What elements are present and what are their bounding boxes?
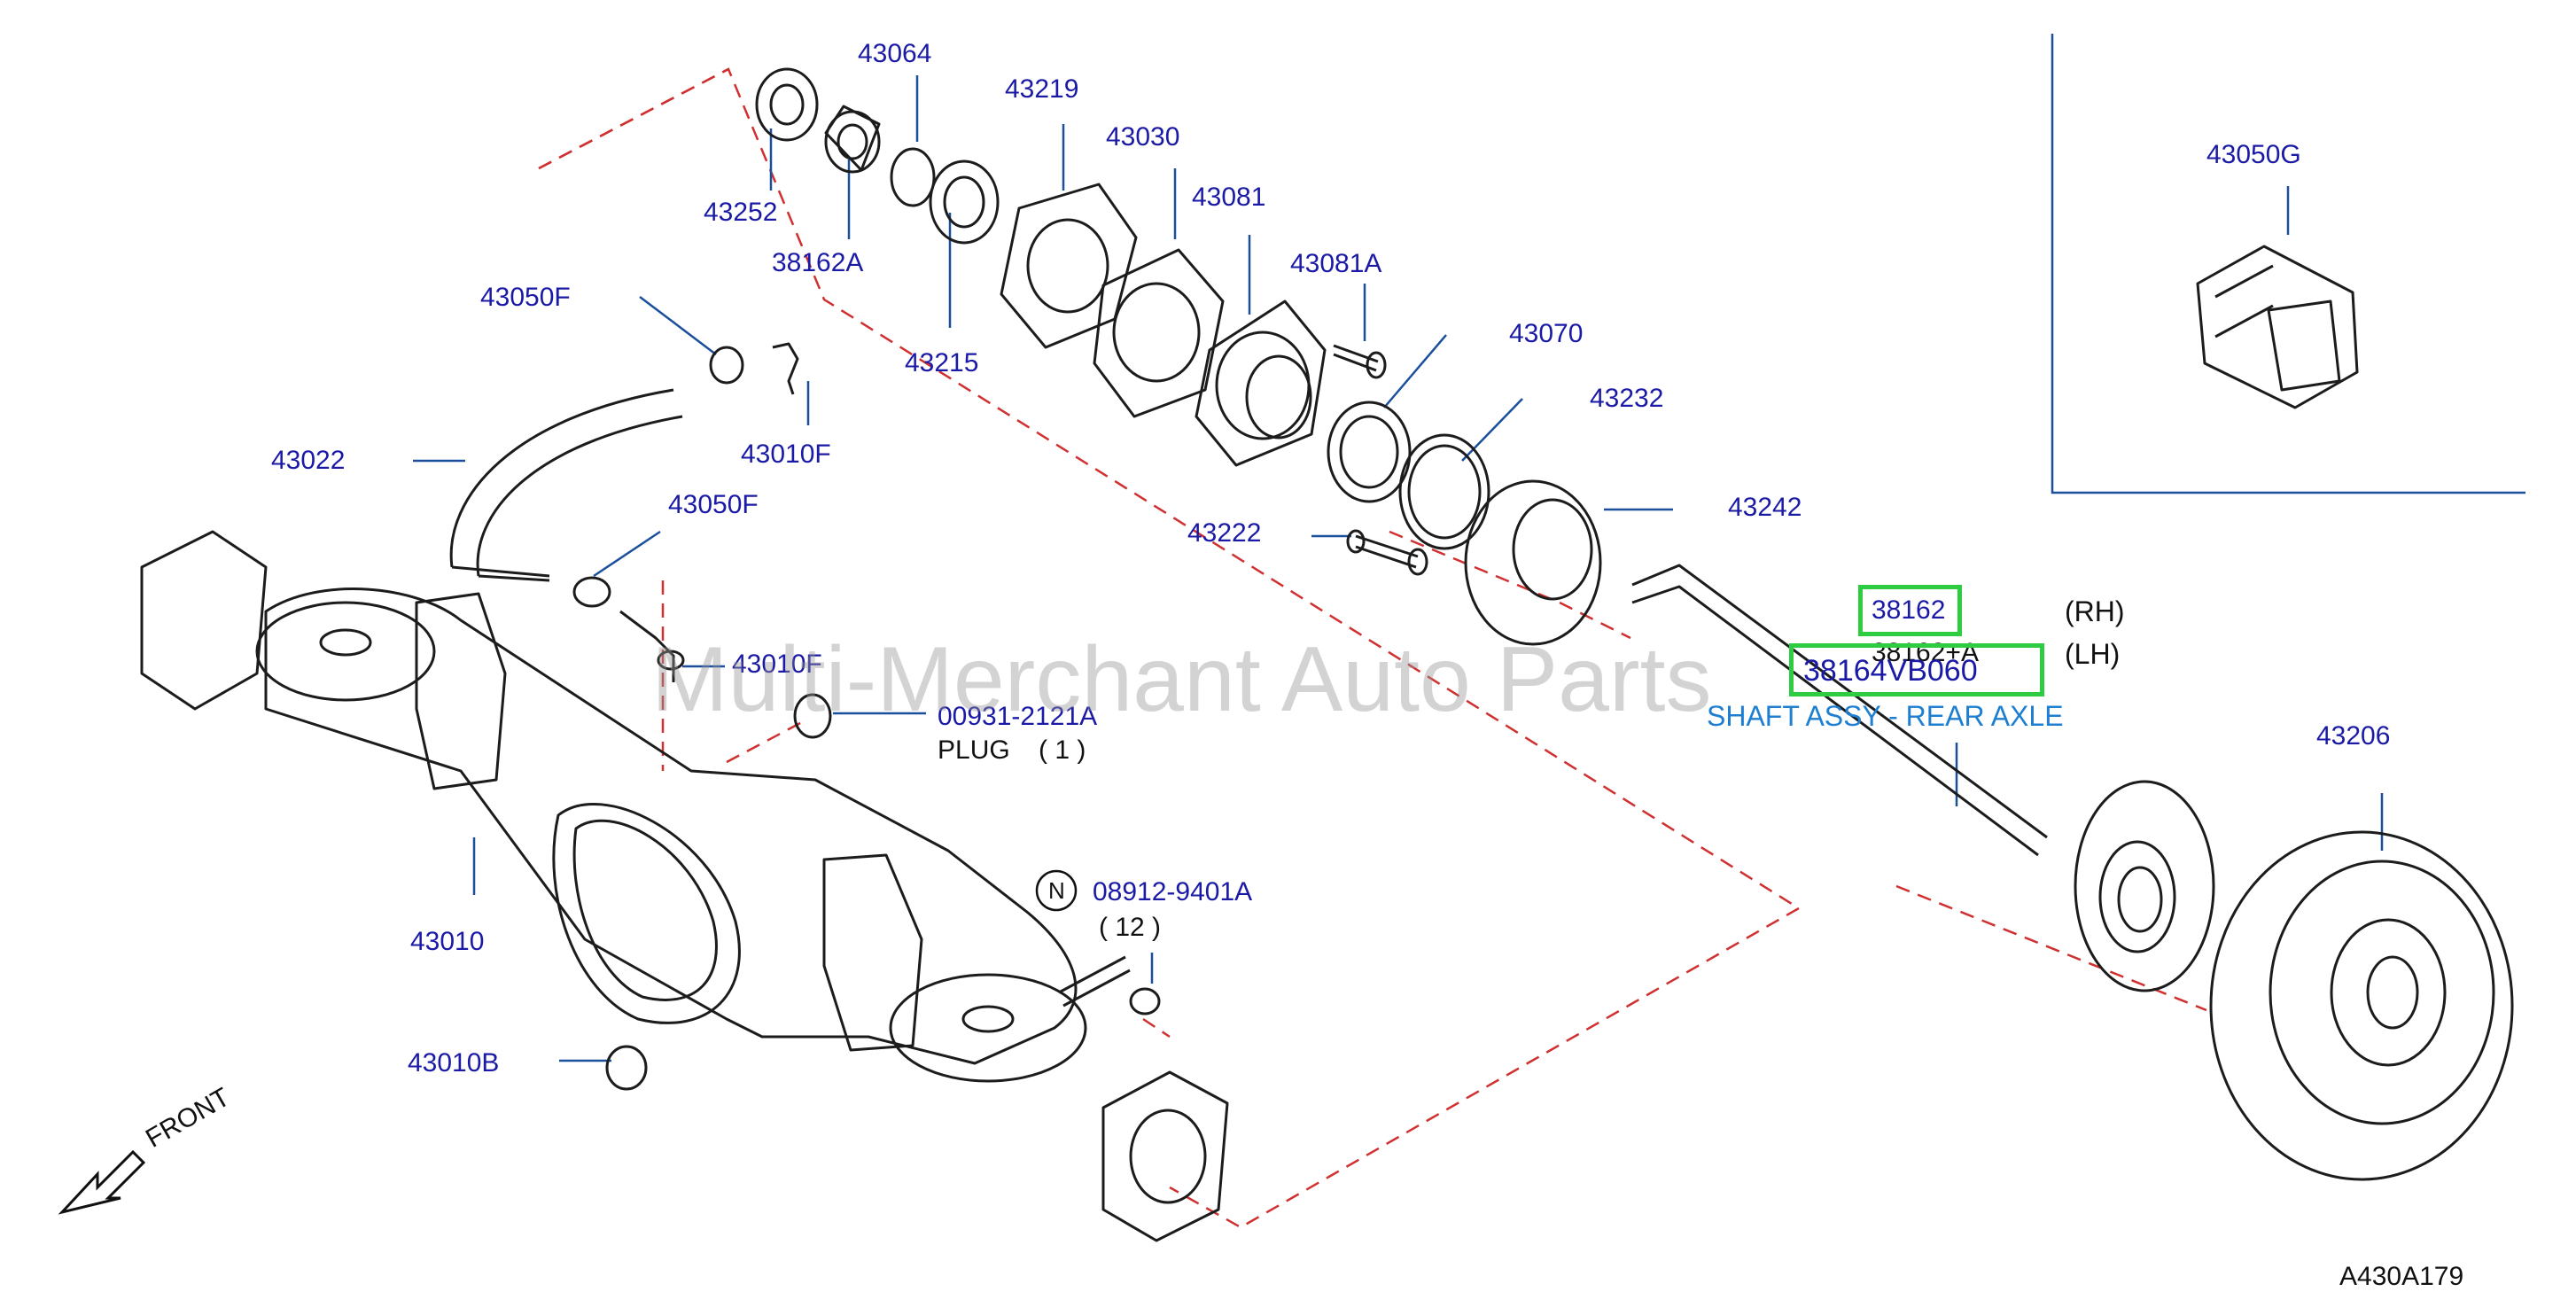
rh-label: (RH) xyxy=(2065,595,2125,627)
part-43222[interactable]: 43222 xyxy=(1187,518,1262,548)
part-43010[interactable]: 43010 xyxy=(410,927,485,956)
part-38162A[interactable]: 38162A xyxy=(772,248,864,277)
part-43252[interactable]: 43252 xyxy=(704,198,778,227)
diagram-code: A430A179 xyxy=(2339,1262,2464,1291)
part-43206[interactable]: 43206 xyxy=(2316,721,2391,751)
part-38164VB060[interactable]: 38164VB060 xyxy=(1803,654,1978,688)
nut-circle-icon xyxy=(1035,869,1078,912)
part-43050F-mid[interactable]: 43050F xyxy=(668,490,759,519)
part-43050F-top[interactable]: 43050F xyxy=(480,283,571,312)
part-illustrations xyxy=(140,67,2514,1242)
part-43070[interactable]: 43070 xyxy=(1509,319,1584,348)
part-43064[interactable]: 43064 xyxy=(858,39,932,68)
part-43219[interactable]: 43219 xyxy=(1005,74,1079,104)
leader-lines xyxy=(413,75,2384,1062)
plug-quantity: ( 1 ) xyxy=(1039,735,1086,765)
part-43242[interactable]: 43242 xyxy=(1728,493,1802,522)
part-subtitle: SHAFT ASSY - REAR AXLE xyxy=(1707,700,2064,732)
nut-symbol: N xyxy=(1048,877,1065,904)
part-38162[interactable]: 38162 xyxy=(1872,595,1946,625)
highlight-box-38162 xyxy=(1858,585,1962,636)
part-43050G[interactable]: 43050G xyxy=(2206,140,2301,169)
part-43081A[interactable]: 43081A xyxy=(1290,249,1382,278)
part-08912-9401A[interactable]: 08912-9401A xyxy=(1093,877,1253,906)
part-43232[interactable]: 43232 xyxy=(1590,384,1664,413)
part-43030[interactable]: 43030 xyxy=(1106,122,1180,152)
front-arrow-icon xyxy=(58,1149,146,1215)
watermark: Multi-Merchant Auto Parts xyxy=(651,628,1712,731)
part-43215[interactable]: 43215 xyxy=(905,348,979,377)
part-43081[interactable]: 43081 xyxy=(1192,183,1266,212)
lh-label: (LH) xyxy=(2065,638,2121,670)
plug-label: PLUG xyxy=(938,735,1010,765)
nut-quantity: ( 12 ) xyxy=(1099,913,1162,942)
part-00931-2121A[interactable]: 00931-2121A xyxy=(938,702,1098,731)
highlight-box-38164VB060 xyxy=(1789,643,2044,696)
part-43010F-top[interactable]: 43010F xyxy=(741,440,831,469)
part-43010B[interactable]: 43010B xyxy=(408,1048,500,1078)
part-43022[interactable]: 43022 xyxy=(271,446,346,475)
inset-box xyxy=(2051,34,2525,494)
part-43010F-mid[interactable]: 43010F xyxy=(732,650,822,679)
